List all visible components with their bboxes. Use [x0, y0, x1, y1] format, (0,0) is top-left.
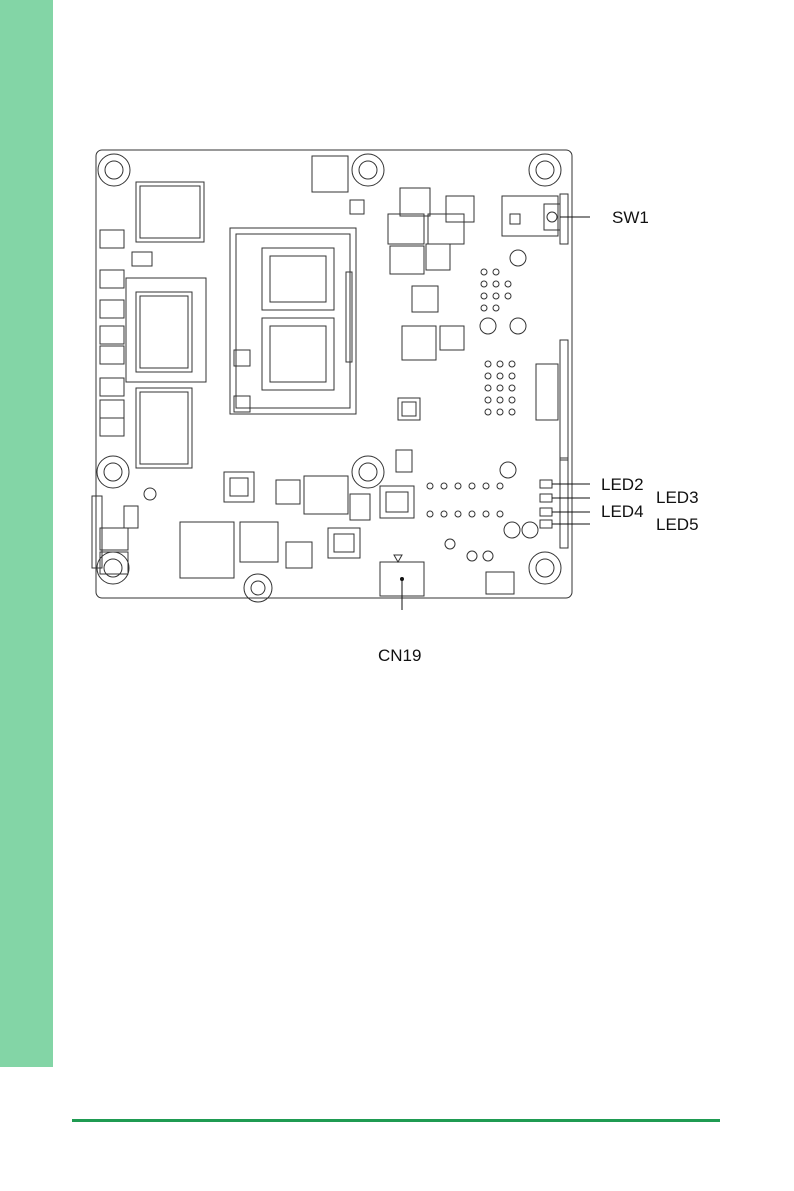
- mounting-hole-mid-center: [352, 456, 384, 488]
- memory-chip-3: [136, 388, 192, 468]
- led4-label: LED4: [601, 503, 644, 520]
- memory-chip-2: [136, 292, 192, 372]
- left-edge-connectors: [92, 230, 128, 574]
- pad-grid-upper: [480, 250, 526, 334]
- mounting-hole-top-right: [529, 154, 561, 186]
- mounting-hole-bottom-right: [529, 552, 561, 584]
- board-layout-drawing: [90, 140, 590, 610]
- sw1-label: SW1: [612, 209, 649, 226]
- side-tab-bar: [0, 0, 53, 1067]
- led5-label: LED5: [656, 516, 699, 533]
- led3-label: LED3: [656, 489, 699, 506]
- pad-grid-middle: [485, 361, 515, 415]
- mounting-hole-top-left: [98, 154, 130, 186]
- cn19-label: CN19: [378, 647, 421, 664]
- led2-label: LED2: [601, 476, 644, 493]
- mounting-hole-top-center: [352, 154, 384, 186]
- pad-rows-lower: [427, 483, 538, 538]
- sw1-switch: [502, 196, 560, 236]
- mounting-hole-mid-left: [97, 456, 129, 488]
- footer-rule: [72, 1119, 720, 1122]
- cpu-package: [230, 228, 356, 414]
- led-column: [500, 462, 552, 528]
- memory-chip-1: [136, 182, 204, 242]
